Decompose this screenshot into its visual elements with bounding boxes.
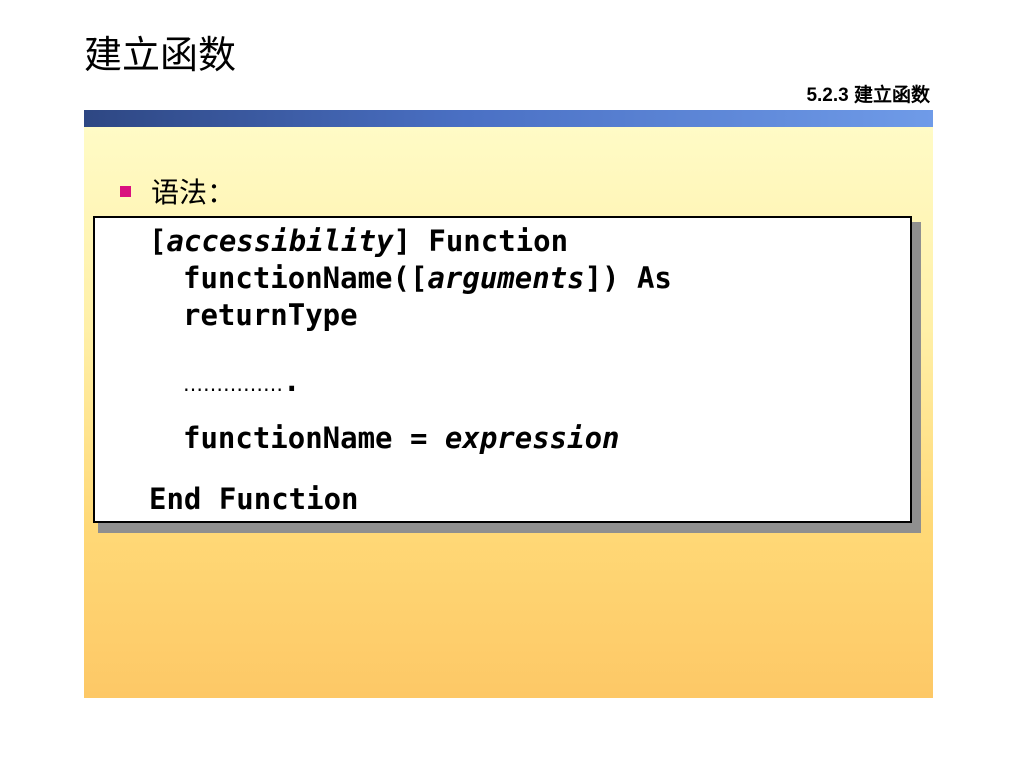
code-ellipsis: …………… <box>183 372 283 396</box>
code-italic: accessibility <box>166 224 394 258</box>
code-text: functionName([ <box>183 261 428 295</box>
bullet-text: 语法： <box>151 176 236 209</box>
code-text: ]) As <box>584 261 672 295</box>
code-text: [ <box>149 224 167 258</box>
code-period: . <box>283 364 301 398</box>
bullet-item: 语法： <box>120 171 235 211</box>
bullet-square-icon <box>120 185 131 197</box>
code-line-4: ……………. <box>183 363 300 403</box>
header-band <box>84 110 933 127</box>
slide-title: 建立函数 <box>84 33 237 77</box>
section-reference: 5.2.3 建立函数 <box>806 85 930 106</box>
code-text: ] Function <box>393 224 569 258</box>
code-line-3: returnType <box>183 298 358 332</box>
code-line-2: functionName([arguments]) As <box>183 260 672 297</box>
code-line-6: End Function <box>149 482 359 516</box>
code-italic: arguments <box>427 261 585 295</box>
code-text: functionName = <box>183 421 445 455</box>
code-line-1: [accessibility] Function <box>149 223 568 260</box>
content-area: 语法： [accessibility] Function functionNam… <box>84 127 933 698</box>
code-italic: expression <box>444 421 620 455</box>
code-line-5: functionName = expression <box>183 420 620 457</box>
code-box: [accessibility] Function functionName([a… <box>93 216 912 523</box>
